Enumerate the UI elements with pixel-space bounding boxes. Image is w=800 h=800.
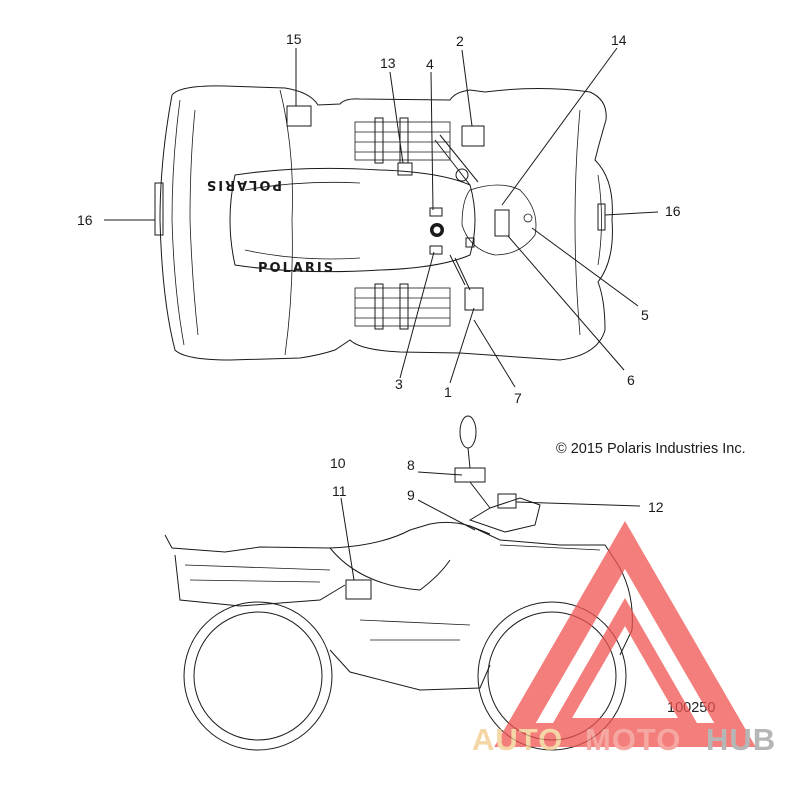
decal-16-front-box: [597, 203, 606, 231]
callout-3: 3: [395, 376, 403, 392]
watermark: AUTO MOTO HUB: [472, 521, 776, 757]
callout-12: 12: [648, 499, 664, 515]
callout-15: 15: [286, 31, 302, 47]
callout-8: 8: [407, 457, 415, 473]
decal-12-box: [497, 493, 517, 509]
leader-lines-top: [104, 47, 659, 388]
decal-16-rear-box: [154, 182, 164, 236]
callout-9: 9: [407, 487, 415, 503]
callout-16-front: 16: [665, 203, 681, 219]
callout-13: 13: [380, 55, 396, 71]
decal-1-box: [464, 287, 484, 311]
atv-side-view: [164, 415, 633, 751]
footwell-bottom: [354, 283, 451, 330]
leader-lines-side: [340, 471, 641, 581]
watermark-moto: MOTO: [585, 722, 681, 757]
decal-7-box: [465, 237, 475, 248]
decal-3-box: [429, 245, 443, 255]
callout-16-rear: 16: [77, 212, 93, 228]
decal-15-box: [286, 105, 312, 127]
watermark-auto: AUTO: [472, 722, 563, 757]
watermark-triangle-inner: [547, 597, 703, 732]
watermark-triangle-outer: [494, 521, 756, 747]
callout-4: 4: [426, 56, 434, 72]
callout-10: 10: [330, 455, 346, 471]
atv-top-view: POLARIS POLARIS: [154, 85, 613, 361]
callout-7: 7: [514, 390, 522, 406]
fender-logo-bottom: POLARIS: [258, 261, 335, 276]
fender-logo-top: POLARIS: [205, 177, 282, 192]
callout-11: 11: [332, 483, 347, 499]
watermark-hub: HUB: [706, 722, 776, 757]
decal-6-box: [494, 209, 510, 237]
callout-5: 5: [641, 307, 649, 323]
callout-14: 14: [611, 32, 627, 48]
decal-13-box: [397, 162, 413, 176]
decal-11-box: [345, 579, 372, 600]
callout-2: 2: [456, 33, 464, 49]
copyright-notice: © 2015 Polaris Industries Inc.: [556, 441, 746, 457]
callout-6: 6: [627, 372, 635, 388]
decal-4-box: [429, 207, 443, 217]
decal-2-box: [461, 125, 485, 147]
callout-1: 1: [444, 384, 452, 400]
